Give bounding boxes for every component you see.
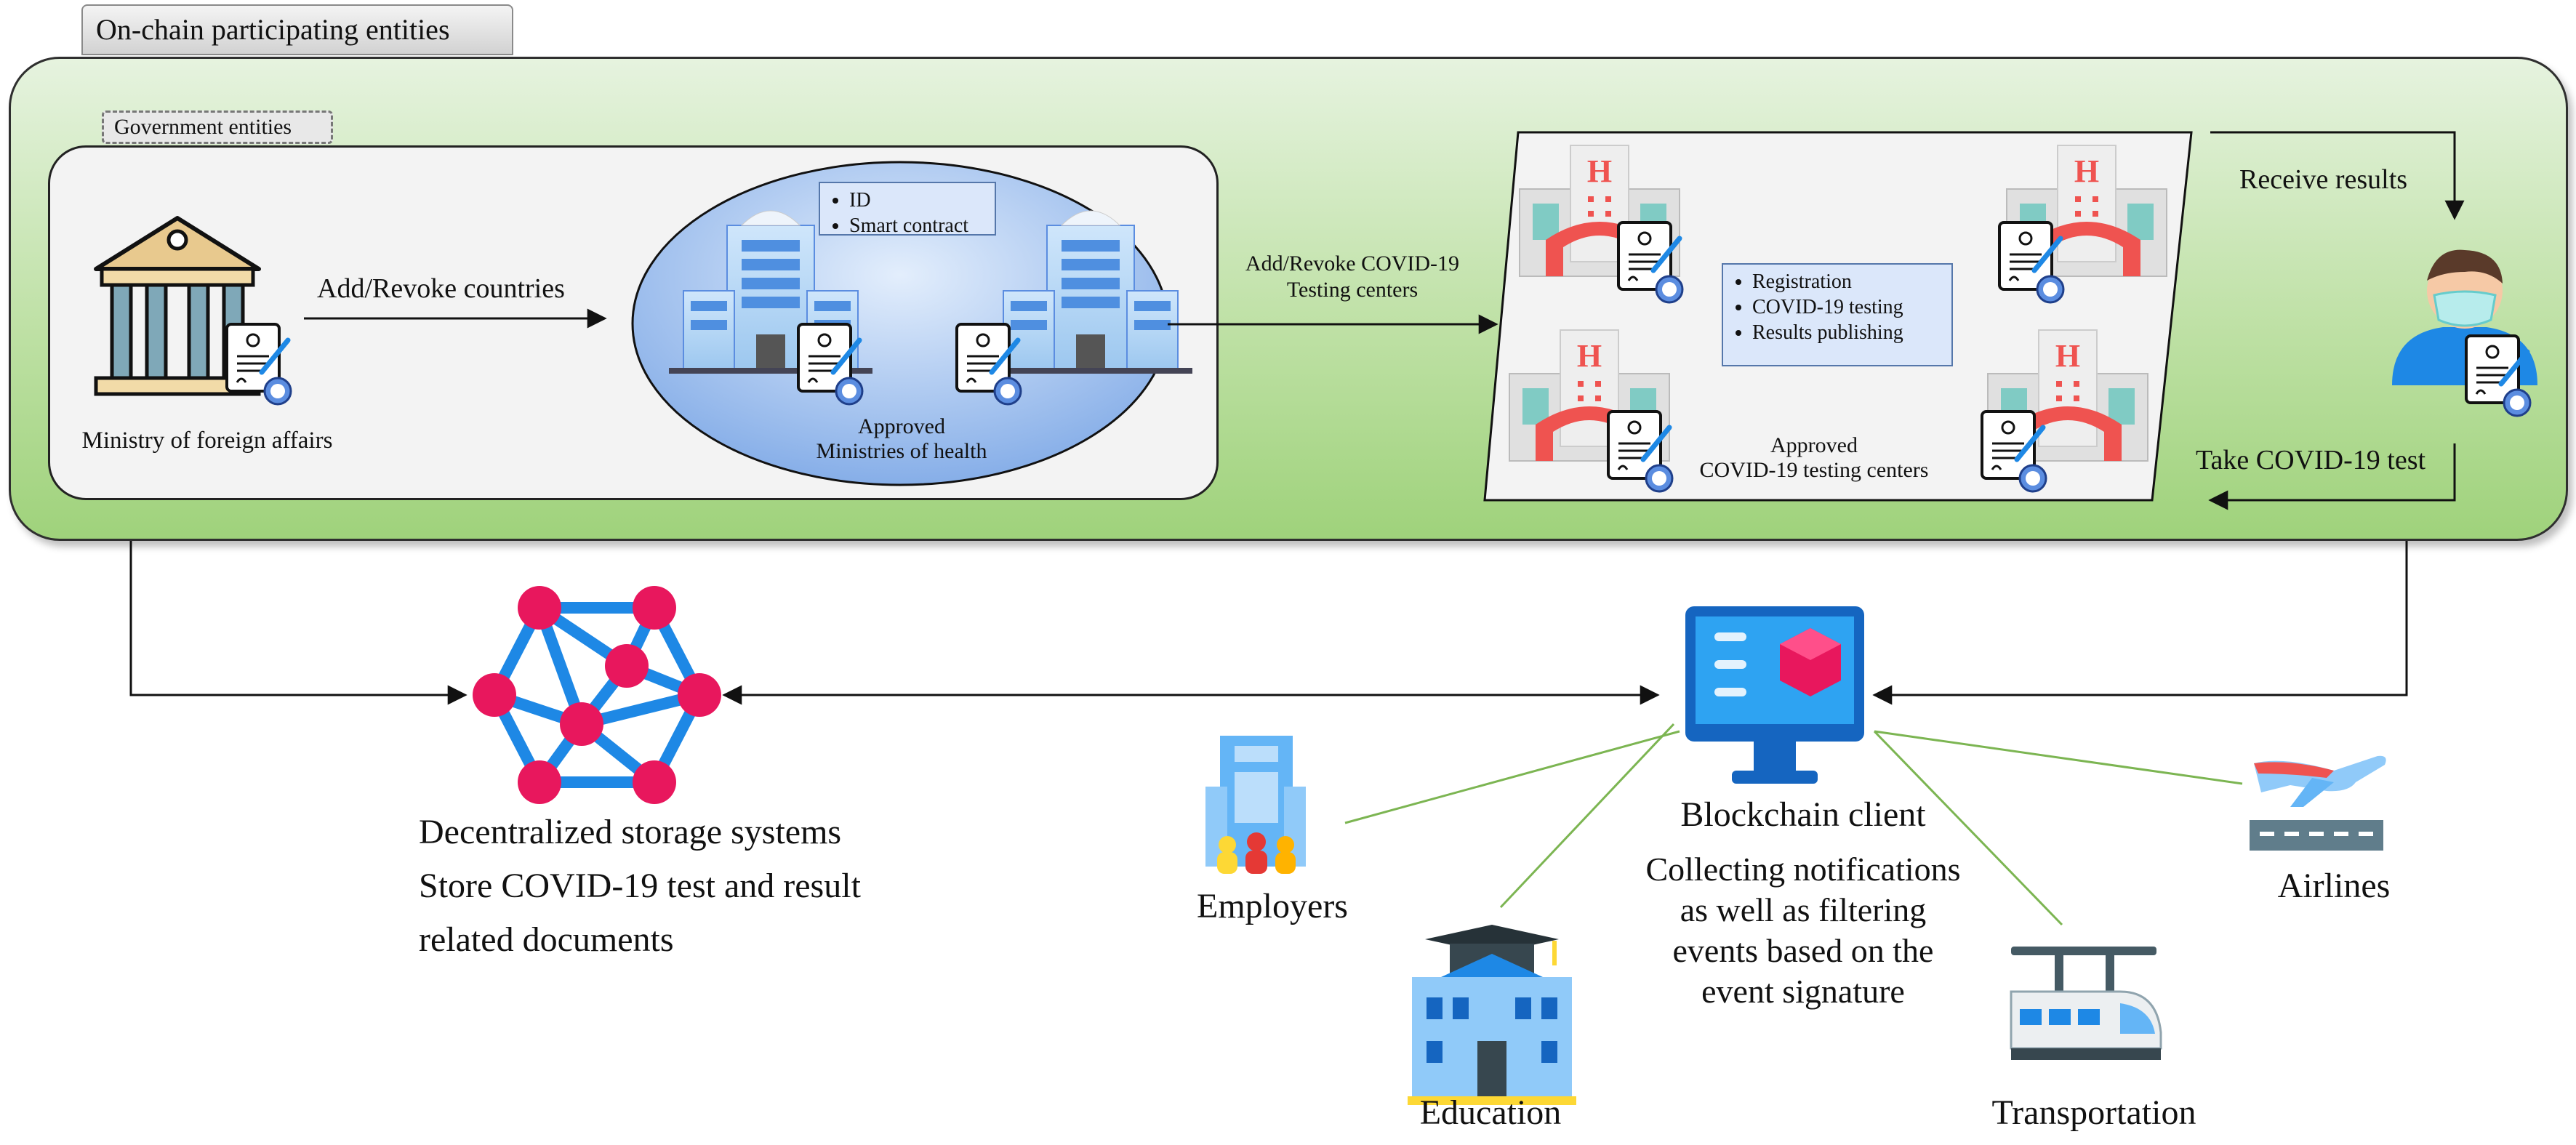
add-revoke-testing-label-line2: Testing centers xyxy=(1286,278,1419,302)
storage-label-line1: Decentralized storage systems xyxy=(419,813,842,851)
employers-label: Employers xyxy=(1197,887,1348,925)
client-desc-line: Collecting notifications xyxy=(1645,851,1961,888)
blockchain-client-description: Collecting notifications as well as filt… xyxy=(1585,849,2021,1012)
employers-icon xyxy=(1205,736,1306,874)
approved-ministries-label-line1: Approved xyxy=(858,414,945,438)
ministry-note: ID Smart contract xyxy=(819,182,996,238)
blockchain-client-monitor-icon xyxy=(1685,606,1864,784)
storage-label-line2: Store COVID-19 test and result xyxy=(419,867,861,905)
blockchain-client-label: Blockchain client xyxy=(1680,795,1926,834)
airlines-label: Airlines xyxy=(2277,867,2391,905)
education-label: Education xyxy=(1419,1093,1562,1132)
airlines-icon xyxy=(2250,755,2386,851)
header-title: On-chain participating entities xyxy=(81,4,513,55)
education-icon xyxy=(1408,925,1576,1105)
client-desc-line: events based on the xyxy=(1672,932,1934,969)
transportation-icon xyxy=(2010,947,2162,1060)
testing-note-item: Registration xyxy=(1752,269,1951,294)
client-desc-line: as well as filtering xyxy=(1680,891,1927,928)
arrow-to-client xyxy=(1872,541,2408,705)
ministry-foreign-affairs-label: Ministry of foreign affairs xyxy=(81,427,333,454)
decentralized-network-icon xyxy=(473,586,721,804)
take-test-label: Take COVID-19 test xyxy=(2196,445,2426,475)
approved-ministries-label-line2: Ministries of health xyxy=(816,439,987,463)
government-entities-tag: Government entities xyxy=(102,111,333,144)
arrow-receive-results xyxy=(2210,131,2465,220)
add-revoke-countries-label: Add/Revoke countries xyxy=(317,273,565,304)
arrow-to-storage xyxy=(129,541,468,705)
approved-testing-centers-label-line2: COVID-19 testing centers xyxy=(1699,458,1929,482)
testing-note-item: COVID-19 testing xyxy=(1752,294,1951,320)
testing-note: Registration COVID-19 testing Results pu… xyxy=(1722,263,1953,366)
approved-testing-centers-label-line1: Approved xyxy=(1770,433,1858,457)
testing-note-item: Results publishing xyxy=(1752,320,1951,345)
ministry-note-item: Smart contract xyxy=(849,213,995,238)
transportation-label: Transportation xyxy=(1991,1093,2196,1132)
certificate-icon xyxy=(227,324,291,404)
add-revoke-testing-label-line1: Add/Revoke COVID-19 xyxy=(1245,252,1460,276)
receive-results-label: Receive results xyxy=(2239,164,2408,195)
ministry-note-item: ID xyxy=(849,188,995,213)
arrow-take-test xyxy=(2208,443,2456,510)
storage-label-line3: related documents xyxy=(419,920,674,959)
client-desc-line: event signature xyxy=(1701,973,1905,1010)
